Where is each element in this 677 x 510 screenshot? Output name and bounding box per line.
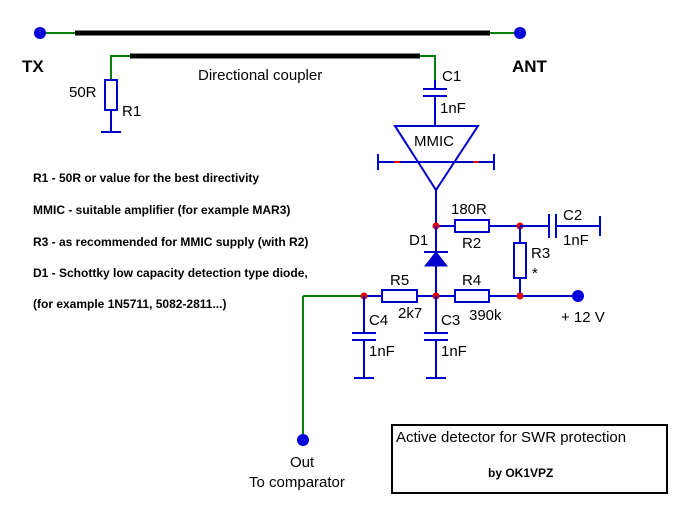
note-r1: R1 - 50R or value for the best directivi… — [33, 171, 259, 185]
note-d1: D1 - Schottky low capacity detection typ… — [33, 266, 308, 280]
out-terminal — [297, 434, 309, 446]
d1-name: D1 — [409, 232, 428, 249]
c2-capacitor — [520, 214, 601, 238]
author-text: by OK1VPZ — [488, 466, 553, 480]
c1-capacitor — [423, 80, 447, 126]
c1-name: C1 — [442, 68, 461, 85]
r5-resistor — [381, 289, 418, 303]
junction-r3-r4 — [516, 292, 524, 300]
title-text: Active detector for SWR protection — [396, 429, 626, 446]
r3-name: R3 — [531, 245, 550, 262]
ant-terminal — [514, 27, 526, 39]
r2-name: R2 — [462, 235, 481, 252]
r4-name: R4 — [462, 272, 481, 289]
c3-name: C3 — [441, 312, 460, 329]
tx-label: TX — [22, 57, 44, 76]
mmic-label: MMIC — [414, 133, 454, 150]
note-d1-example: (for example 1N5711, 5082-2811...) — [33, 297, 226, 311]
r2-resistor — [436, 219, 520, 233]
c3-value: 1nF — [441, 343, 467, 360]
r5-name: R5 — [390, 272, 409, 289]
r3-resistor — [513, 226, 527, 296]
r5-value: 2k7 — [398, 305, 422, 322]
r2-value: 180R — [451, 201, 487, 218]
c4-capacitor — [352, 296, 376, 379]
out-sublabel: To comparator — [249, 474, 345, 491]
out-label: Out — [290, 454, 315, 471]
coupler-coupled-line — [110, 53, 436, 80]
note-mmic: MMIC - suitable amplifier (for example M… — [33, 203, 290, 217]
d1-diode — [423, 226, 449, 296]
r3-mark: * — [532, 265, 538, 282]
r4-value: 390k — [469, 307, 502, 324]
r1-value: 50R — [69, 84, 97, 101]
ant-label: ANT — [512, 57, 548, 76]
r4-resistor — [454, 289, 490, 303]
r1-name: R1 — [122, 103, 141, 120]
c3-capacitor — [424, 296, 448, 379]
c2-name: C2 — [563, 207, 582, 224]
title-box — [391, 424, 668, 494]
c1-value: 1nF — [440, 100, 466, 117]
supply-label: + 12 V — [561, 309, 605, 326]
mmic-amplifier — [377, 125, 495, 226]
coupler-label: Directional coupler — [198, 67, 322, 84]
supply-terminal — [572, 290, 584, 302]
bottom-rail — [302, 295, 578, 440]
tx-terminal — [34, 27, 46, 39]
c4-name: C4 — [369, 312, 388, 329]
note-r3: R3 - as recommended for MMIC supply (wit… — [33, 235, 308, 249]
r1-resistor — [101, 79, 121, 133]
c4-value: 1nF — [369, 343, 395, 360]
c2-value: 1nF — [563, 232, 589, 249]
